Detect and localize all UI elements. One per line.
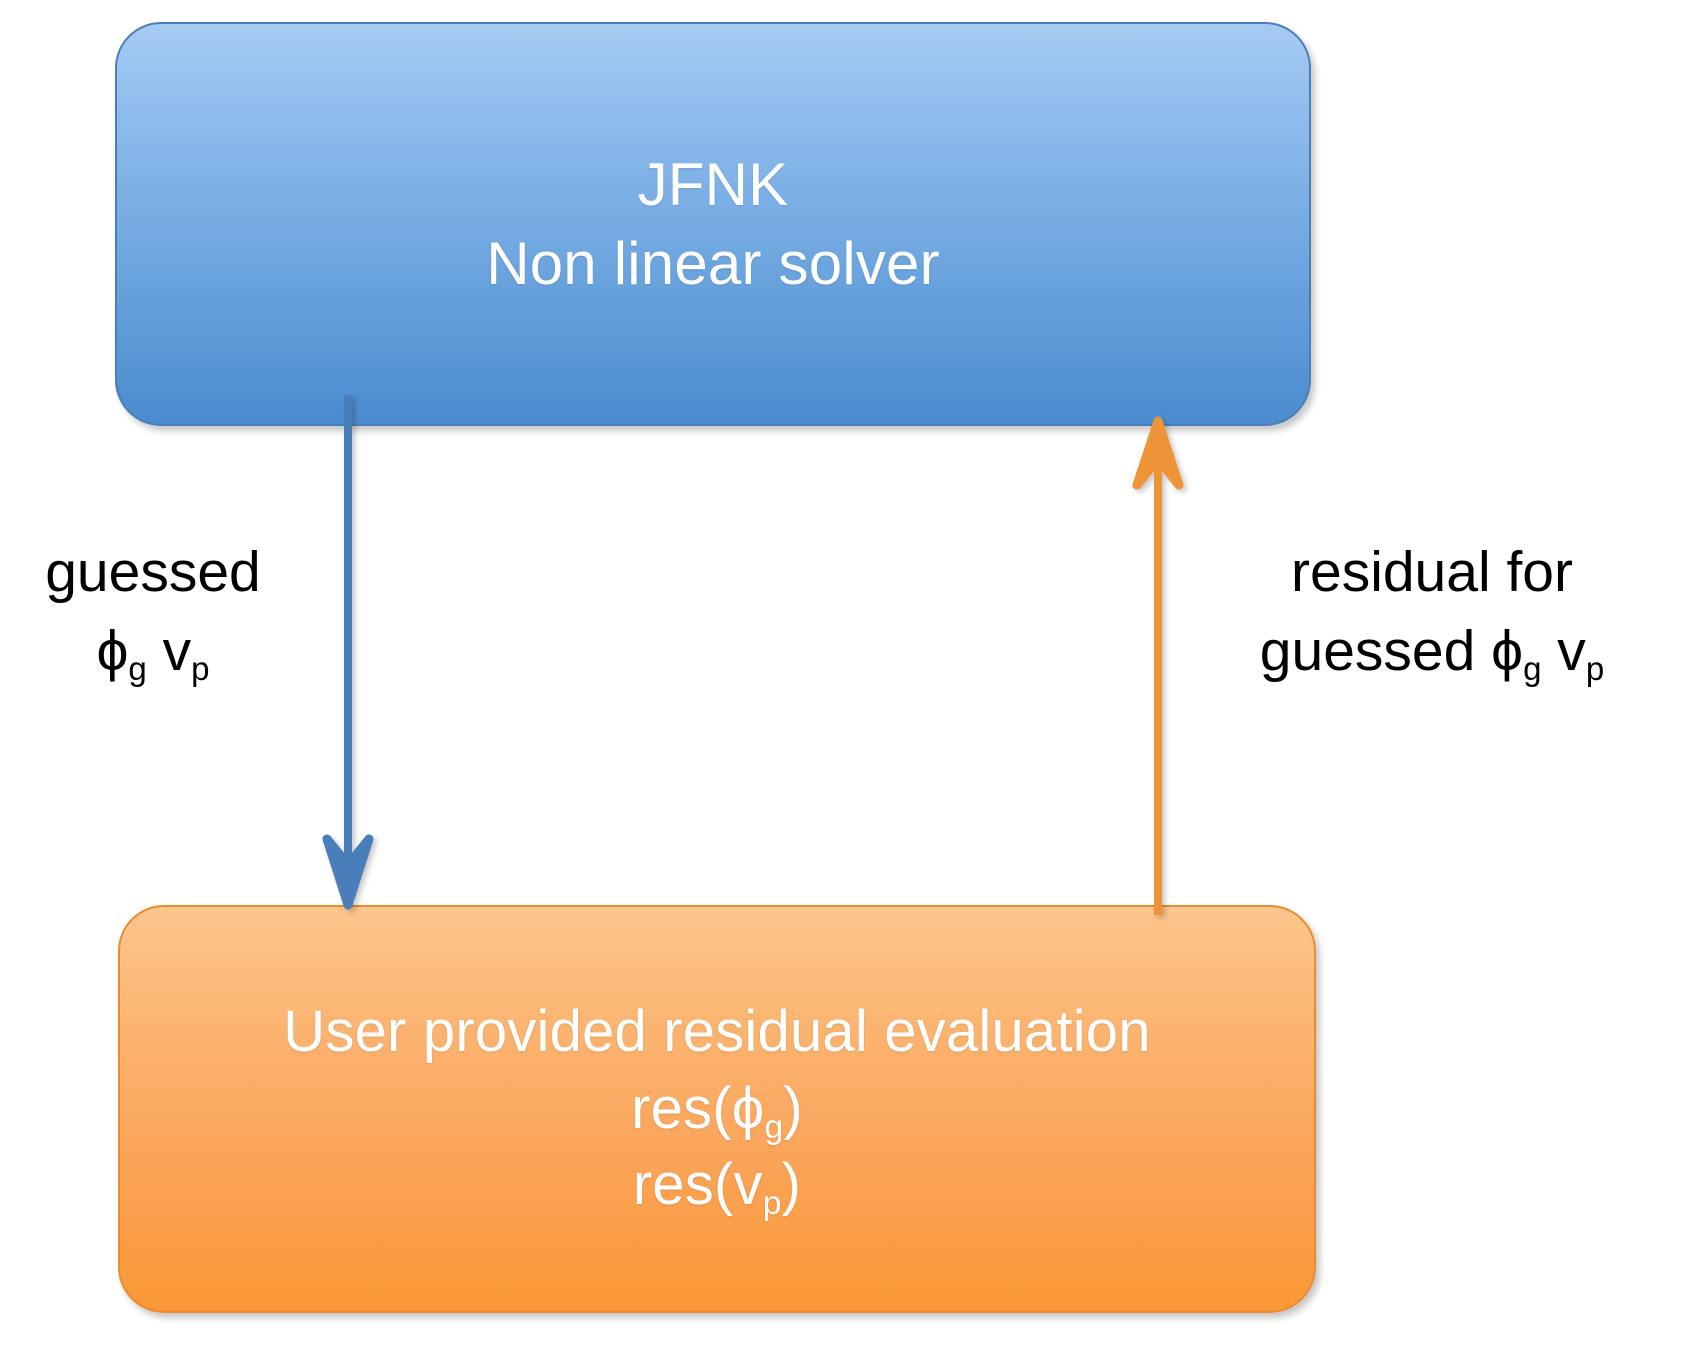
residual-node-text: User provided residual evaluation res(ϕg… — [283, 994, 1150, 1224]
res-v-prefix: res(v — [632, 1152, 763, 1218]
right-label-phi: ϕ — [1491, 618, 1524, 683]
left-label-line-1: guessed — [45, 540, 261, 604]
res-phi-prefix: res(ϕ — [631, 1075, 765, 1141]
residual-node-line-1: User provided residual evaluation — [283, 999, 1151, 1065]
res-v-subscript: p — [762, 1185, 782, 1223]
right-label-phi-subscript: g — [1523, 650, 1542, 688]
solver-node-line-1: JFNK — [637, 150, 789, 218]
user-provided-residual-evaluation-node[interactable]: User provided residual evaluation res(ϕg… — [118, 905, 1316, 1313]
res-phi-subscript: g — [764, 1108, 784, 1146]
right-label-line-2: guessed ϕg vp — [1165, 612, 1699, 691]
right-label-line-1: residual for — [1291, 540, 1573, 604]
solver-node-text: JFNK Non linear solver — [486, 145, 940, 303]
left-label-v: v — [162, 618, 192, 683]
left-label-line-2: ϕg vp — [8, 612, 298, 691]
residual-return-arrow — [1132, 416, 1184, 915]
guessed-values-label: guessed ϕg vp — [8, 533, 298, 690]
residual-node-line-2: res(ϕg) — [283, 1071, 1150, 1148]
right-label-v-subscript: p — [1585, 650, 1605, 688]
left-label-v-subscript: p — [191, 650, 210, 688]
res-phi-suffix: ) — [783, 1075, 803, 1141]
left-label-phi: ϕ — [96, 618, 129, 683]
jfnk-non-linear-solver-node[interactable]: JFNK Non linear solver — [115, 22, 1311, 426]
right-label-v: v — [1541, 618, 1586, 683]
left-label-phi-subscript: g — [128, 650, 147, 688]
residual-return-label: residual for guessed ϕg vp — [1165, 533, 1699, 690]
guessed-values-arrow — [322, 395, 374, 910]
residual-node-line-3: res(vp) — [283, 1147, 1150, 1224]
res-v-suffix: ) — [781, 1152, 802, 1218]
solver-node-line-2: Non linear solver — [486, 230, 940, 297]
right-label-guessed: guessed — [1259, 618, 1492, 683]
